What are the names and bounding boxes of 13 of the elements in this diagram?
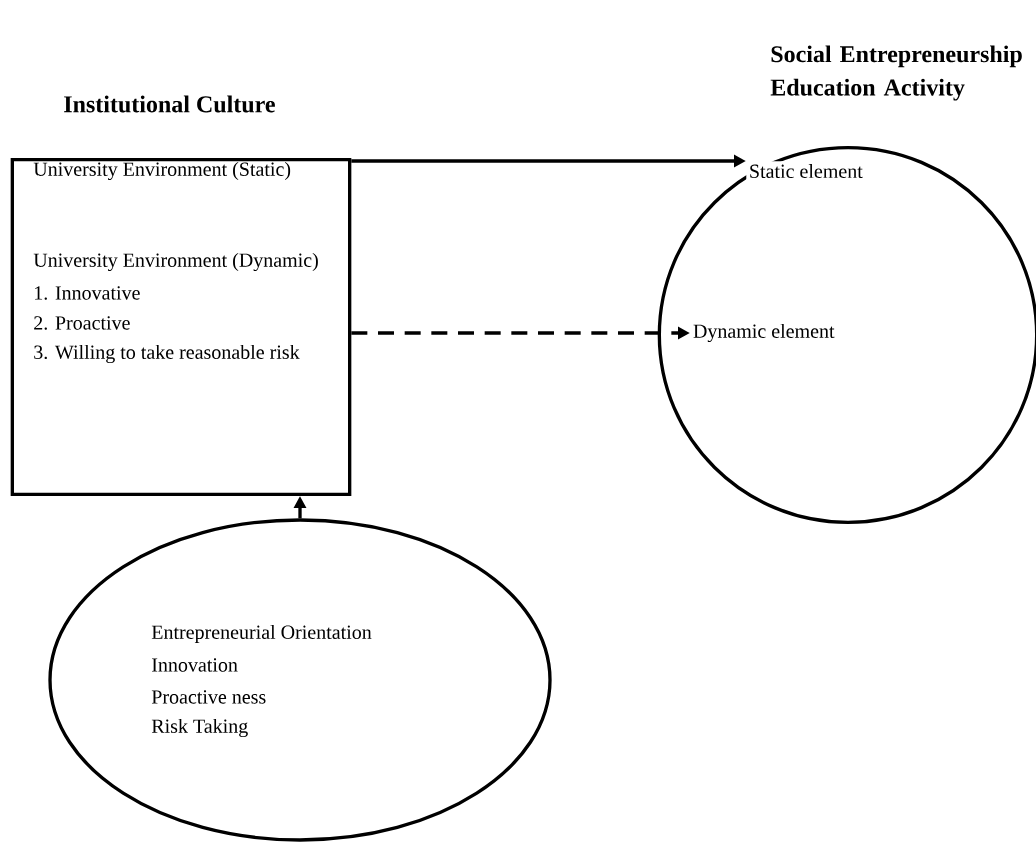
heading: Social Entrepreneurship Education Activity <box>770 45 1022 101</box>
item-text: 1. Innovative <box>35 286 140 300</box>
item-text: University Environment (Static) <box>33 161 291 181</box>
item-text: 3. Willing to take reasonable risk <box>34 344 300 364</box>
element-label: Static element <box>750 163 863 178</box>
item-text: Innovation <box>152 658 238 672</box>
element-label: Dynamic element <box>693 323 835 343</box>
item-text: Entrepreneurial Orientation <box>151 624 372 644</box>
item-text: Proactive ness <box>151 690 266 704</box>
item-text: Risk Taking <box>151 718 248 738</box>
item-text: University Environment (Dynamic) <box>33 252 318 272</box>
item-text: 2. Proactive <box>34 316 130 330</box>
heading: Institutional Culture <box>64 95 275 113</box>
